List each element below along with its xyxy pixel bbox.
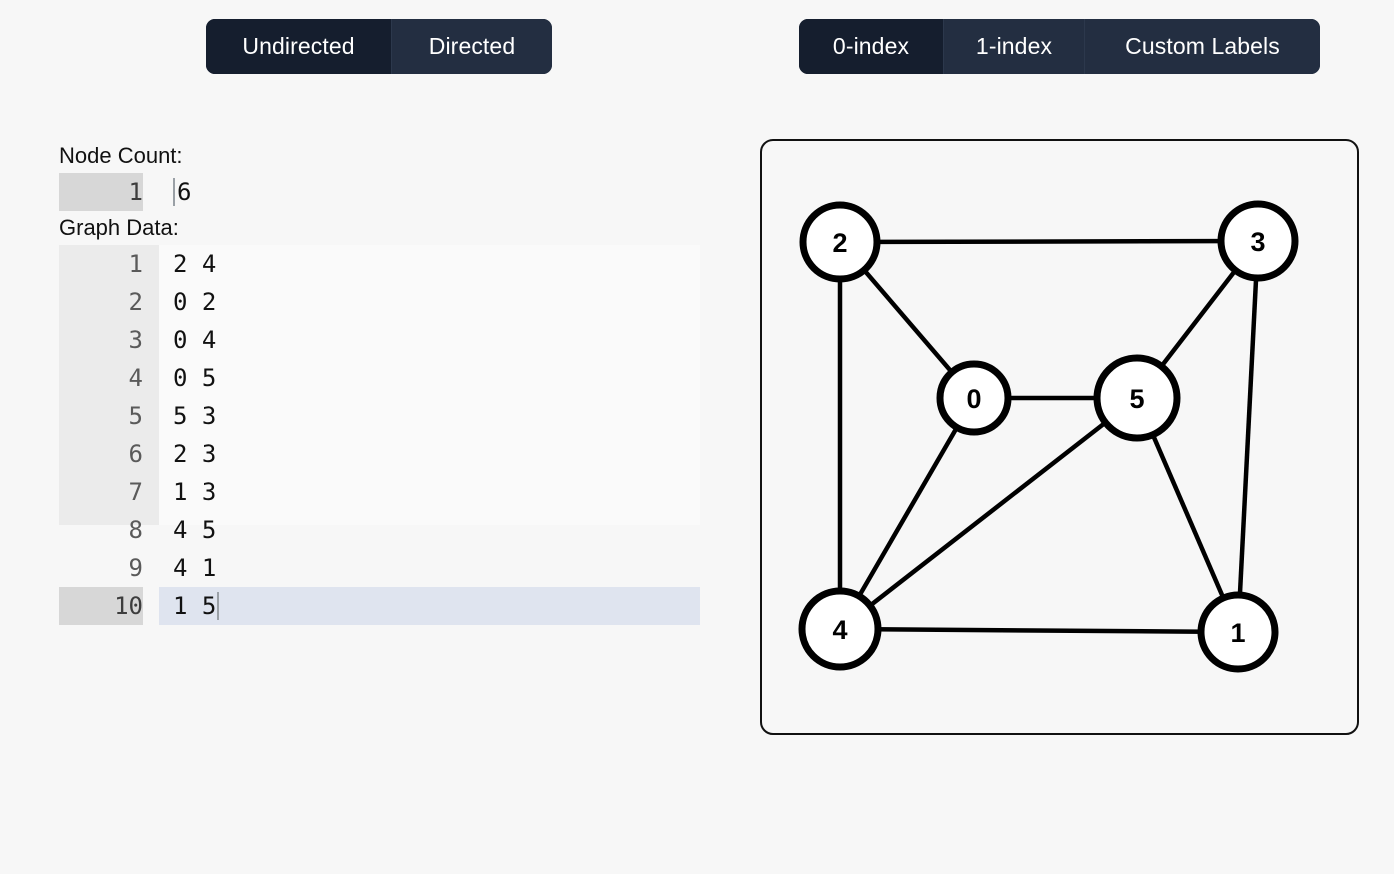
edges-layer <box>837 238 1261 635</box>
graph-visualization-panel[interactable]: 0 1 2 3 4 5 <box>760 139 1359 735</box>
text-cursor <box>217 592 220 620</box>
edge-text: 1 5 <box>173 592 217 620</box>
graph-edge <box>839 238 1259 245</box>
line-number: 10 <box>59 587 143 625</box>
graph-data-code-area[interactable]: 2 4 0 2 0 4 0 5 5 3 2 3 1 3 4 5 4 1 1 5 <box>159 245 700 625</box>
graph-data-label: Graph Data: <box>59 215 179 240</box>
edge-line[interactable]: 0 2 <box>173 283 700 321</box>
graph-node[interactable]: 5 <box>1093 354 1181 442</box>
edge-line[interactable]: 1 3 <box>173 473 700 511</box>
node-label: 1 <box>1230 618 1245 648</box>
graph-edge <box>838 396 976 631</box>
node-circle[interactable] <box>936 360 1012 436</box>
line-number: 4 <box>128 364 143 392</box>
graph-edge <box>838 396 1139 631</box>
node-circle[interactable] <box>1217 200 1299 282</box>
node-label: 4 <box>832 615 847 645</box>
edge-text: 5 3 <box>173 402 217 430</box>
edge-line[interactable]: 4 5 <box>173 511 700 549</box>
line-number: 9 <box>128 554 143 582</box>
line-number: 8 <box>128 516 143 544</box>
graph-node[interactable]: 3 <box>1217 200 1299 282</box>
nodes-layer: 0 1 2 3 4 5 <box>798 200 1299 673</box>
edge-text: 0 4 <box>173 326 217 354</box>
line-number: 6 <box>128 440 143 468</box>
node-count-gutter: 1 <box>59 173 159 211</box>
graph-node[interactable]: 2 <box>799 201 881 283</box>
mode-option-directed[interactable]: Directed <box>392 19 552 74</box>
label-option-0-index[interactable]: 0-index <box>799 19 944 74</box>
edge-text: 2 4 <box>173 250 217 278</box>
graph-node[interactable]: 4 <box>798 587 882 671</box>
label-option-custom-labels[interactable]: Custom Labels <box>1085 19 1320 74</box>
line-number: 3 <box>128 326 143 354</box>
line-number: 5 <box>128 402 143 430</box>
edge-text: 2 3 <box>173 440 217 468</box>
edge-text: 1 3 <box>173 478 217 506</box>
label-option-1-index[interactable]: 1-index <box>944 19 1085 74</box>
text-cursor <box>173 178 175 206</box>
line-number: 1 <box>128 250 143 278</box>
edge-text: 0 2 <box>173 288 217 316</box>
node-circle[interactable] <box>798 587 882 671</box>
node-circle[interactable] <box>1093 354 1181 442</box>
node-count-editor[interactable]: 1 6 <box>59 173 700 211</box>
graph-mode-toggle[interactable]: Undirected Directed <box>206 19 552 74</box>
node-label: 2 <box>832 228 847 258</box>
edge-line[interactable]: 2 4 <box>173 245 700 283</box>
graph-data-editor[interactable]: 1 2 3 4 5 6 7 8 9 10 2 4 0 2 0 4 0 5 5 3 2 3 1 3 4 5 4 1 1… <box>59 245 700 625</box>
graph-canvas[interactable]: 0 1 2 3 4 5 <box>762 141 1357 733</box>
edge-line[interactable]: 4 1 <box>173 549 700 587</box>
node-circle[interactable] <box>799 201 881 283</box>
node-count-code-area[interactable]: 6 <box>159 173 700 211</box>
mode-option-undirected[interactable]: Undirected <box>206 19 392 74</box>
graph-node[interactable]: 0 <box>936 360 1012 436</box>
edge-line[interactable]: 1 5 <box>159 587 700 625</box>
line-number: 7 <box>128 478 143 506</box>
node-label: 0 <box>966 384 981 414</box>
line-number: 2 <box>128 288 143 316</box>
node-circle[interactable] <box>1197 591 1279 673</box>
edge-line[interactable]: 5 3 <box>173 397 700 435</box>
edge-text: 4 1 <box>173 554 217 582</box>
node-count-value: 6 <box>177 178 192 206</box>
graph-data-gutter: 1 2 3 4 5 6 7 8 9 10 <box>59 245 159 625</box>
line-number: 1 <box>59 173 143 211</box>
edge-line[interactable]: 0 5 <box>173 359 700 397</box>
node-label: 5 <box>1129 384 1144 414</box>
node-count-label: Node Count: <box>59 143 183 168</box>
node-label: 3 <box>1250 227 1265 257</box>
node-labeling-toggle[interactable]: 0-index 1-index Custom Labels <box>799 19 1320 74</box>
graph-edge <box>1235 240 1261 633</box>
edge-line[interactable]: 0 4 <box>173 321 700 359</box>
edge-text: 4 5 <box>173 516 217 544</box>
graph-node[interactable]: 1 <box>1197 591 1279 673</box>
code-line: 6 <box>173 173 700 211</box>
edge-line[interactable]: 2 3 <box>173 435 700 473</box>
graph-edge <box>839 626 1239 635</box>
edge-text: 0 5 <box>173 364 217 392</box>
